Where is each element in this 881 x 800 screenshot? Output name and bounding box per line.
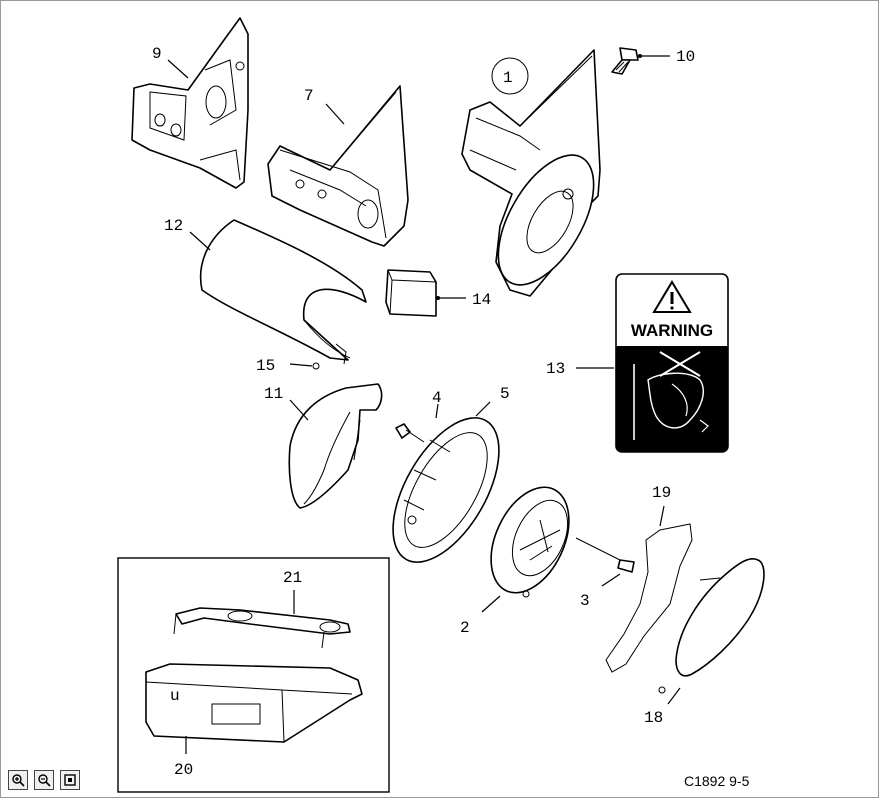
part-1-mirror-assembly [461,49,601,297]
part-2-mirror-motor [490,486,570,598]
part-4-screw [395,423,425,443]
callout-3: 3 [580,592,590,610]
callout-20: 20 [174,761,193,779]
assembly-circle-marker [491,57,529,95]
zoom-in-icon [12,774,25,787]
callout-21: 21 [283,569,302,587]
warning-label-text: WARNING [631,321,713,340]
callout-15: 15 [256,357,275,375]
part-10-screw [611,47,639,75]
callout-12: 12 [164,217,183,235]
callout-4: 4 [432,389,442,407]
callout-18: 18 [644,709,663,727]
callout-14: 14 [472,291,491,309]
part-18-mirror-glass [658,558,765,694]
callout-10: 10 [676,48,695,66]
inset-box [117,557,390,793]
svg-text:u: u [170,687,180,705]
part-13-warning-label: WARNING [615,273,729,453]
part-19-heating-element [605,523,693,673]
part-11-lower-housing [288,383,383,509]
callout-2: 2 [460,619,470,637]
callout-5: 5 [500,385,510,403]
figure-reference: C1892 9-5 [684,773,750,789]
part-20-control-unit: u [145,663,363,743]
part-12-outer-cover [199,219,367,365]
callout-11: 11 [264,385,283,403]
part-9-mounting-plate [131,17,249,189]
zoom-out-icon [38,774,51,787]
callout-13: 13 [546,360,565,378]
callout-9: 9 [152,45,162,63]
fit-to-window-button[interactable] [60,770,80,790]
part-21-bracket [173,607,351,649]
part-7-housing-bracket [267,85,409,247]
part-15-small-screw [312,362,320,370]
fit-to-window-icon [64,774,76,786]
callout-7: 7 [304,87,314,105]
zoom-toolbar [8,770,80,790]
callout-1: 1 [503,69,513,87]
zoom-out-button[interactable] [34,770,54,790]
callout-19: 19 [652,484,671,502]
part-5-mirror-frame [392,417,500,563]
part-3-long-screw [575,537,635,573]
part-14-control-module [385,269,437,317]
zoom-in-button[interactable] [8,770,28,790]
